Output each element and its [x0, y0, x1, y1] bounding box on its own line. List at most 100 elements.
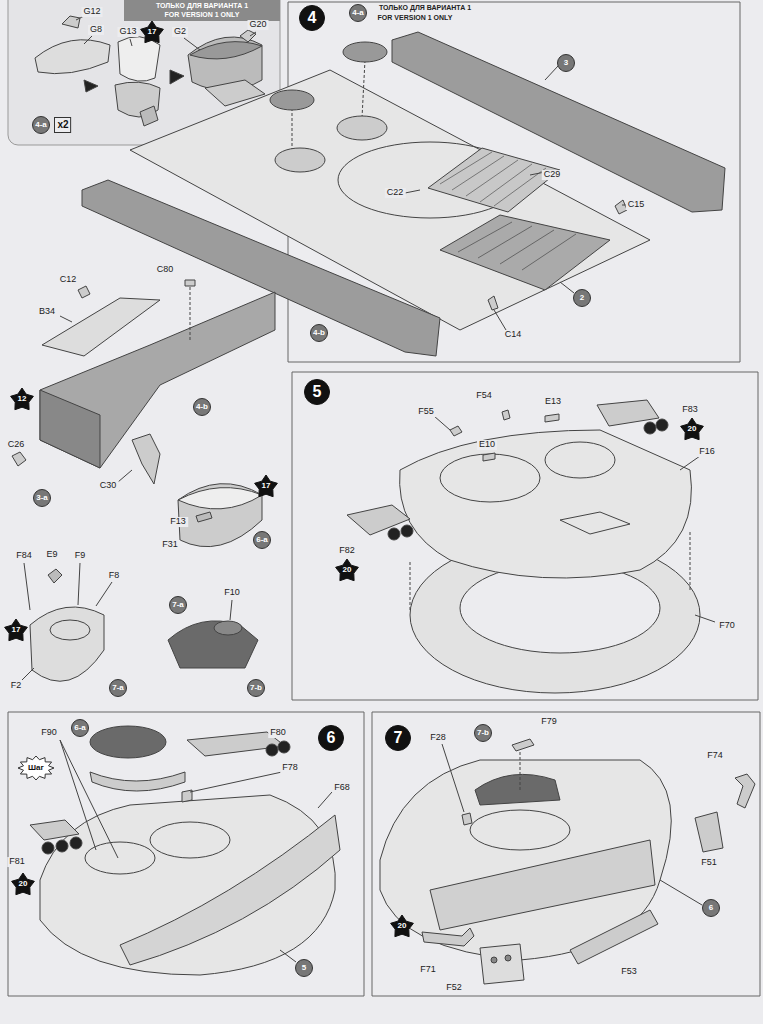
- hull-front-illustration: [12, 280, 275, 484]
- part-number: F28: [428, 733, 448, 743]
- part-number: F74: [705, 751, 725, 761]
- callout-number: 7-b: [250, 684, 262, 692]
- callout-number: 6-a: [256, 536, 268, 544]
- part-number: C12: [58, 275, 79, 285]
- callout-number: 4: [308, 10, 317, 26]
- callout-number: 20: [19, 880, 28, 888]
- part-number: F53: [619, 967, 639, 977]
- part-number: F54: [474, 391, 494, 401]
- callout-number: 7-b: [477, 729, 489, 737]
- paint-star: 20: [390, 914, 414, 938]
- step-number: 7: [385, 725, 411, 751]
- part-number: F70: [717, 621, 737, 631]
- callout-number: x2: [57, 120, 68, 130]
- drill-burst: Шаг: [18, 756, 54, 780]
- callout-number: 7-a: [172, 601, 184, 609]
- subassembly-callout: 3: [557, 54, 575, 72]
- part-number: C22: [385, 188, 406, 198]
- step-panel: [372, 712, 760, 996]
- part-number: C30: [98, 481, 119, 491]
- callout-number: 6: [709, 904, 713, 912]
- part-number: F13: [168, 517, 188, 527]
- callout-number: 4-a: [352, 9, 364, 17]
- part-number: G20: [247, 20, 268, 30]
- part-number: F90: [39, 728, 59, 738]
- part-number: G12: [81, 7, 102, 17]
- subassembly-callout: 6-a: [71, 719, 89, 737]
- paint-star: 17: [4, 618, 28, 642]
- callout-number: 3-a: [36, 494, 48, 502]
- paint-star: 20: [680, 417, 704, 441]
- paint-star: 12: [10, 387, 34, 411]
- subassembly-callout: 2: [573, 289, 591, 307]
- step-panel: [8, 712, 364, 996]
- callout-number: 17: [262, 482, 271, 490]
- paint-star: 17: [140, 20, 164, 44]
- callout-number: 5: [302, 964, 306, 972]
- step-number: 6: [318, 725, 344, 751]
- part-number: F2: [9, 681, 24, 691]
- part-number: G8: [88, 25, 104, 35]
- turret-illustration: [347, 400, 715, 693]
- part-number: C29: [542, 170, 563, 180]
- subassembly-callout: 7-b: [474, 724, 492, 742]
- part-number: F81: [7, 857, 27, 867]
- part-number: F52: [444, 983, 464, 993]
- subassembly-callout: 6: [702, 899, 720, 917]
- step-number: 4: [299, 5, 325, 31]
- part-number: F79: [539, 717, 559, 727]
- step-number: 5: [304, 379, 330, 405]
- paint-star: 20: [11, 872, 35, 896]
- callout-number: 17: [148, 28, 157, 36]
- callout-number: 7-a: [112, 684, 124, 692]
- subassembly-callout: 4-a: [32, 116, 50, 134]
- part-number: F55: [416, 407, 436, 417]
- part-number: F31: [160, 540, 180, 550]
- callout-number: 4-b: [313, 329, 325, 337]
- subassembly-callout: 6-a: [253, 531, 271, 549]
- callout-number: 4-a: [35, 121, 47, 129]
- callout-number: 4-b: [196, 403, 208, 411]
- callout-number: 6-a: [74, 724, 86, 732]
- part-number: F51: [699, 858, 719, 868]
- part-number: C26: [6, 440, 27, 450]
- hull-illustration: [82, 32, 725, 356]
- callout-number: 5: [313, 384, 322, 400]
- part-number: E10: [477, 440, 497, 450]
- subassembly-callout: 4-b: [193, 398, 211, 416]
- subassembly-callout: 5: [295, 959, 313, 977]
- part-number: C80: [155, 265, 176, 275]
- version-banner: [124, 0, 280, 21]
- subassembly-callout: 7-a: [169, 596, 187, 614]
- callout-number: 7: [394, 730, 403, 746]
- part-number: F83: [680, 405, 700, 415]
- version-note: ТОЛЬКО ДЛЯ ВАРИАНТА 1: [154, 2, 250, 10]
- part-number: F71: [418, 965, 438, 975]
- part-number: E13: [543, 397, 563, 407]
- subassembly-callout: 4-b: [310, 324, 328, 342]
- part-number: F82: [337, 546, 357, 556]
- callout-number: 6: [327, 730, 336, 746]
- part-number: G2: [172, 27, 188, 37]
- callout-number: 20: [398, 922, 407, 930]
- subassembly-callout: 7-a: [109, 679, 127, 697]
- hatch-illustration: [22, 484, 262, 682]
- part-number: F84: [14, 551, 34, 561]
- version-note: FOR VERSION 1 ONLY: [376, 14, 455, 22]
- callout-number: 20: [688, 425, 697, 433]
- part-number: F80: [268, 728, 288, 738]
- part-number: F8: [107, 571, 122, 581]
- part-number: B34: [37, 307, 57, 317]
- part-number: F68: [332, 783, 352, 793]
- callout-number: 3: [564, 59, 568, 67]
- callout-number: Шаг: [28, 764, 44, 772]
- part-number: C14: [503, 330, 524, 340]
- part-number: C15: [626, 200, 647, 210]
- subassembly-callout: 4-a: [349, 4, 367, 22]
- turret-illustration: [380, 739, 755, 984]
- callout-number: 12: [18, 395, 27, 403]
- part-number: F16: [697, 447, 717, 457]
- part-number: E9: [44, 550, 59, 560]
- version-note: FOR VERSION 1 ONLY: [163, 11, 242, 19]
